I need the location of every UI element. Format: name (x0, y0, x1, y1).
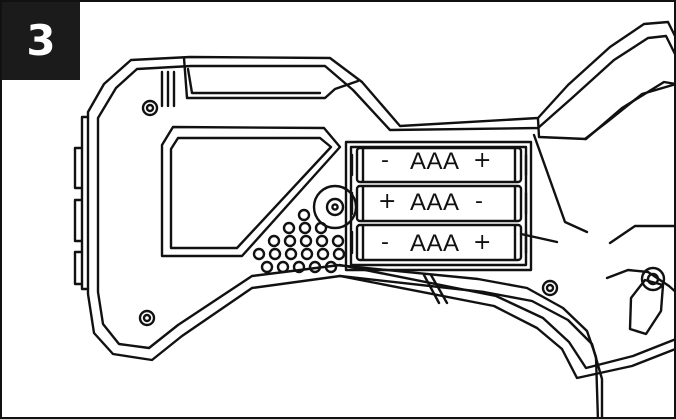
top-ridge-lines (160, 70, 176, 108)
pivot-outer (312, 184, 358, 230)
upper-ridge (182, 56, 360, 100)
battery-2-label: AAA (410, 189, 460, 216)
right-upper-cavity (583, 83, 674, 141)
battery-1-body (355, 146, 523, 184)
right-mechanism (605, 224, 674, 336)
step-number-badge: 3 (2, 2, 80, 80)
battery-2-body (355, 184, 523, 223)
battery-compartment-outline (344, 140, 533, 272)
screw-bottom-left-inner (142, 313, 152, 323)
device-outline (86, 20, 674, 380)
screw-bottom-left (138, 309, 156, 327)
screw-top-left-inner (145, 103, 155, 113)
screw-right-inner (545, 283, 555, 293)
pivot-inner (325, 197, 345, 217)
lower-grip (338, 274, 604, 417)
screw-right (541, 279, 559, 297)
pivot-core (331, 203, 339, 211)
device-inner-outline (96, 34, 674, 370)
battery-3-label: AAA (410, 230, 460, 257)
guide-lines (422, 133, 589, 305)
battery-3-left-polarity: - (381, 230, 389, 255)
left-grip-ribs (73, 115, 90, 291)
right-mechanism-hole (640, 266, 666, 292)
lower-grip-inner (334, 263, 600, 417)
battery-end-caps (361, 147, 517, 261)
speaker-holes (252, 208, 346, 274)
battery-1-label: AAA (410, 148, 460, 175)
step-number: 3 (26, 16, 56, 65)
right-mechanism-hole-inner (646, 272, 660, 286)
battery-2-right-polarity: - (475, 189, 483, 214)
battery-3-body (355, 223, 523, 262)
battery-2-left-polarity: + (378, 189, 397, 214)
battery-3-right-polarity: + (473, 230, 492, 255)
upper-ridge-inner (186, 67, 322, 95)
battery-1-left-polarity: - (381, 148, 389, 173)
battery-1-right-polarity: + (473, 148, 492, 173)
left-panel (160, 125, 342, 258)
battery-terminals (350, 153, 528, 255)
left-panel-inner (169, 136, 333, 250)
screw-top-left (141, 99, 159, 117)
